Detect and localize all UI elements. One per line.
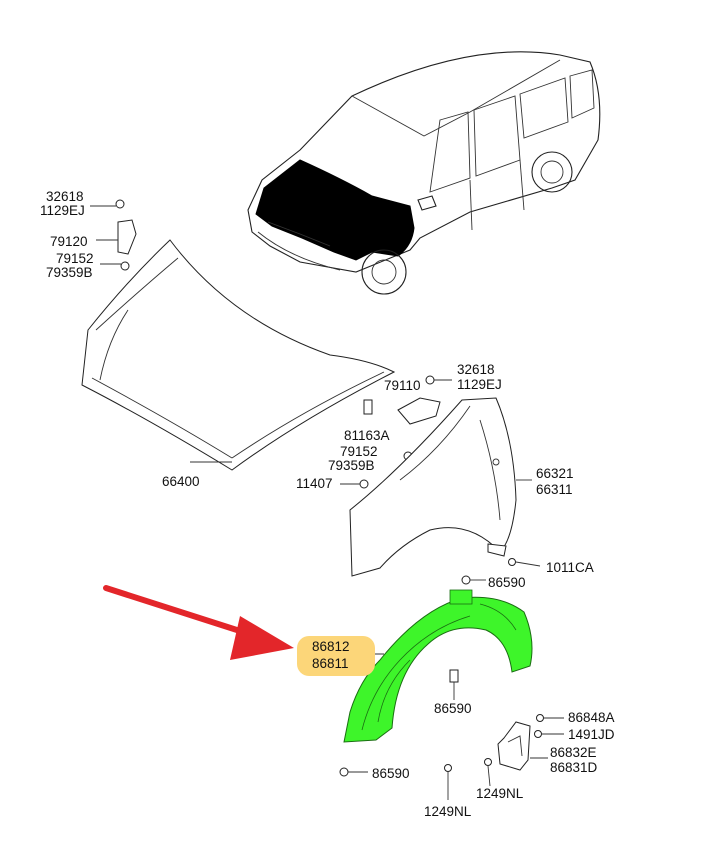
label-screw-left: 1249NL xyxy=(424,804,472,819)
mud-guard xyxy=(444,714,564,800)
label-hinge-right: 79110 xyxy=(384,378,421,393)
vehicle-front-highlight xyxy=(255,159,415,261)
label-mudguard-b: 86831D xyxy=(550,760,598,775)
pointer-arrow xyxy=(103,585,294,660)
vehicle-illustration xyxy=(247,51,601,295)
label-liner-clip-mid: 86590 xyxy=(434,701,472,716)
label-hinge-left-bolt-b: 1129EJ xyxy=(40,203,85,218)
label-fender-b: 66311 xyxy=(536,482,573,497)
label-hinge-left-bolt-a: 32618 xyxy=(46,189,84,204)
label-liner-clip-bottom: 86590 xyxy=(372,766,410,781)
label-mudguard-screw: 1491JD xyxy=(568,727,615,742)
label-bumper-stop: 81163A xyxy=(344,428,390,443)
fender-liner xyxy=(343,589,533,743)
label-fender-a: 66321 xyxy=(536,466,574,481)
label-mudguard-clip: 86848A xyxy=(568,710,615,725)
label-fender-screw: 1011CA xyxy=(546,560,594,575)
label-hinge-right-bolt-b: 1129EJ xyxy=(457,377,502,392)
label-mudguard-a: 86832E xyxy=(550,745,597,760)
label-hinge-right-nut-a: 79152 xyxy=(340,444,378,459)
label-liner-a: 86812 xyxy=(312,639,350,654)
label-hinge-left: 79120 xyxy=(50,234,88,249)
label-screw-right: 1249NL xyxy=(476,786,524,801)
label-fender-bolt: 11407 xyxy=(296,476,333,491)
label-liner-clip-top: 86590 xyxy=(488,575,526,590)
label-hinge-left-nut-b: 79359B xyxy=(46,265,93,280)
hood-hinge-left xyxy=(90,199,137,271)
front-fender xyxy=(349,397,541,577)
label-hood: 66400 xyxy=(162,474,200,489)
label-hinge-left-nut-a: 79152 xyxy=(56,251,94,266)
liner-label-highlight xyxy=(297,636,375,676)
label-hinge-right-nut-b: 79359B xyxy=(328,458,375,473)
hood-panel xyxy=(81,239,396,471)
label-hinge-right-bolt-a: 32618 xyxy=(457,362,495,377)
label-liner-b: 86811 xyxy=(312,656,349,671)
